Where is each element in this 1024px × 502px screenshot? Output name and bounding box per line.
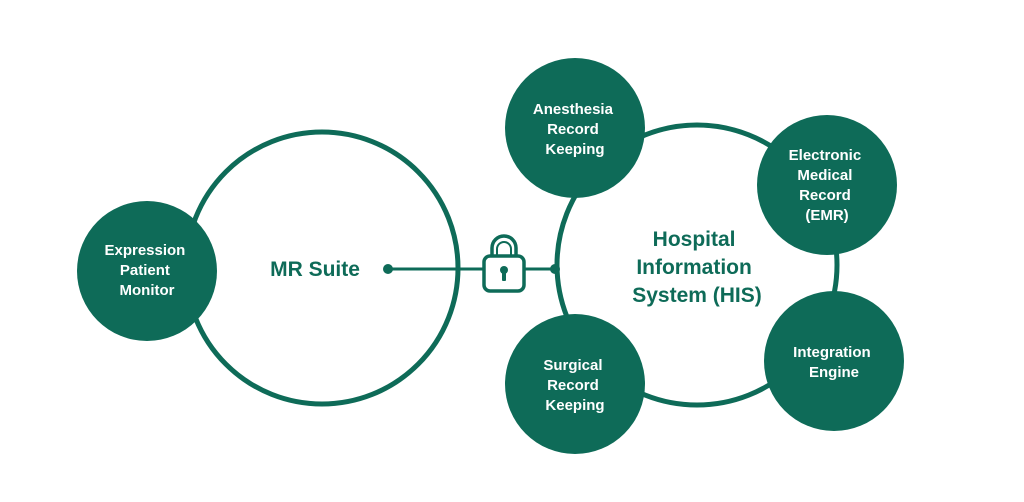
- integration-node: [764, 291, 904, 431]
- emr-node-label: Electronic Medical Record (EMR): [789, 147, 866, 224]
- node-label-line: Patient: [120, 262, 170, 279]
- node-label-line: Electronic: [789, 147, 862, 164]
- node-label-line: Expression: [104, 242, 185, 259]
- node-label-line: Record: [547, 121, 599, 138]
- node-label-line: Record: [547, 377, 599, 394]
- node-label-line: Integration: [793, 344, 871, 361]
- connector-end-left: [383, 264, 393, 274]
- integration-node-label: Integration Engine: [793, 344, 875, 381]
- emr-node: [757, 115, 897, 255]
- expression-node-label: Expression Patient Monitor: [104, 242, 189, 299]
- node-label-line: Monitor: [120, 282, 175, 299]
- node-label-line: Keeping: [545, 141, 604, 158]
- node-label-line: Surgical: [543, 357, 602, 374]
- expression-node: [77, 201, 217, 341]
- mr-suite-label: MR Suite: [270, 258, 360, 281]
- anesthesia-node: [505, 58, 645, 198]
- node-label-line: (EMR): [805, 207, 848, 224]
- node-label-line: Record: [799, 187, 851, 204]
- his-label-line: Information: [636, 256, 752, 279]
- node-label-line: Engine: [809, 364, 859, 381]
- connector-end-right: [550, 264, 560, 274]
- his-label-line: Hospital: [653, 228, 736, 251]
- node-label-line: Anesthesia: [533, 101, 614, 118]
- his-label: Hospital Information System (HIS): [632, 228, 762, 307]
- surgical-node: [505, 314, 645, 454]
- lock-icon: [482, 234, 526, 294]
- node-label-line: Medical: [797, 167, 852, 184]
- node-label-line: Keeping: [545, 397, 604, 414]
- anesthesia-node-label: Anesthesia Record Keeping: [533, 101, 617, 158]
- his-label-line: System (HIS): [632, 284, 762, 307]
- surgical-node-label: Surgical Record Keeping: [543, 357, 606, 414]
